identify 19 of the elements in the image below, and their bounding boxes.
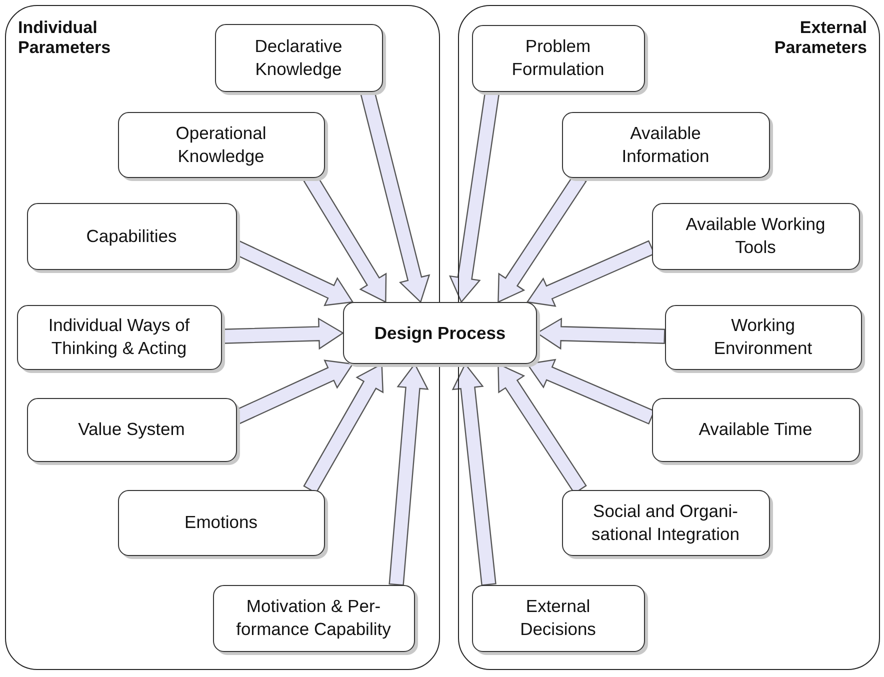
box-label: Capabilities <box>86 224 177 248</box>
box-label: Design Process <box>374 322 506 344</box>
box-label: Value System <box>78 418 185 441</box>
panel-heading: External Parameters <box>773 18 867 58</box>
box-label: Available Information <box>620 122 710 168</box>
group-panel <box>5 5 440 670</box>
box-label: Problem Formulation <box>510 35 606 81</box>
process-box <box>343 302 537 364</box>
box-label: Social and Organi- sational Integration <box>590 500 740 546</box>
box-label: Operational Knowledge <box>174 122 268 168</box>
box-label: Declarative Knowledge <box>254 34 344 80</box>
box-label: Motivation & Per- formance Capability <box>235 595 392 641</box>
box-label: Available Working Tools <box>684 213 826 259</box>
box-label: Working Environment <box>712 314 814 360</box>
box-label: Emotions <box>184 511 258 534</box>
box-label: Available Time <box>698 418 812 441</box>
panel-heading: Individual Parameters <box>18 18 112 58</box>
box-label: External Decisions <box>519 595 597 641</box>
box-label: Individual Ways of Thinking & Acting <box>47 314 191 360</box>
